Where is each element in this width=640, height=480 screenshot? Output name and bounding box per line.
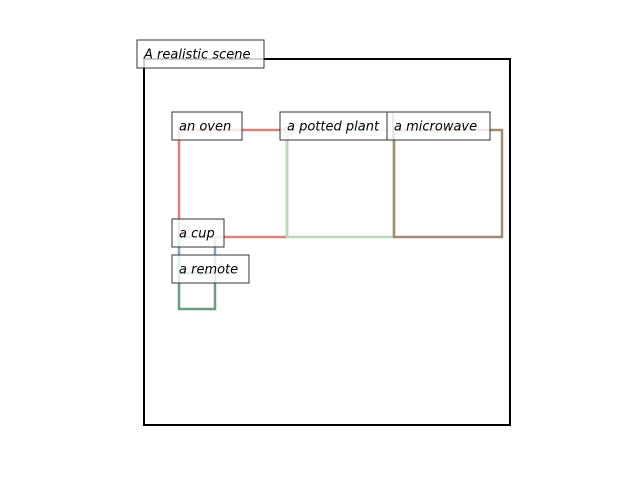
microwave-box [392,128,504,239]
cup-label-text: a cup [179,227,215,242]
potted-plant-label-text: a potted plant [287,120,380,135]
scene-frame [143,58,511,426]
remote-label-text: a remote [179,263,238,278]
potted-plant-label: a potted plant [279,111,394,141]
oven-label-text: an oven [179,120,231,135]
oven-label: an oven [171,111,243,141]
microwave-label: a microwave [386,111,491,141]
scene-title-label: A realistic scene [136,39,265,69]
potted-plant-box [285,128,396,239]
remote-label: a remote [171,254,250,284]
cup-label: a cup [171,218,225,248]
microwave-label-text: a microwave [394,120,477,135]
scene-title: A realistic scene [143,48,250,63]
